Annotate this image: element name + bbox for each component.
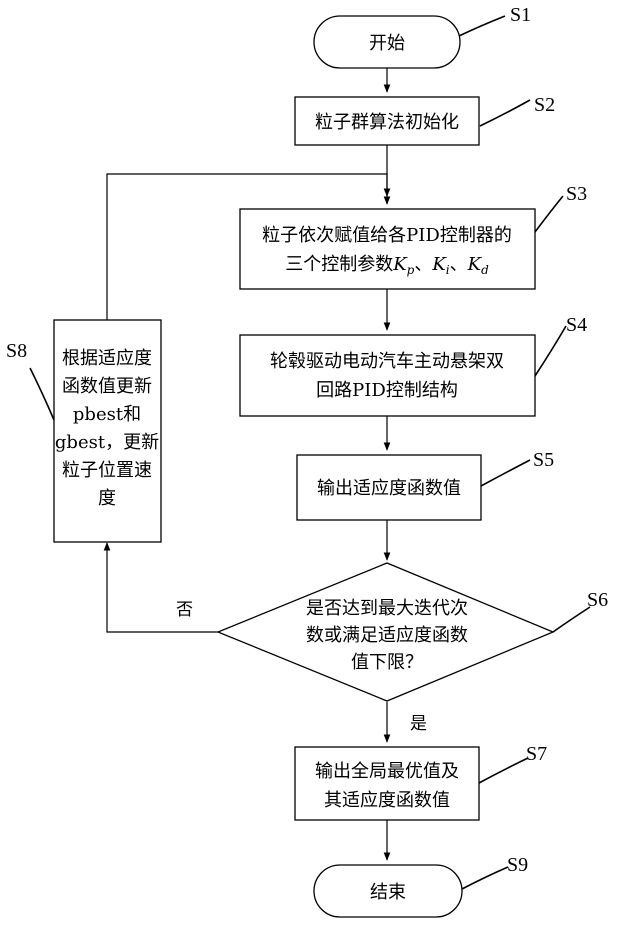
end-node-label: 结束: [370, 882, 406, 903]
update-node-line-2: 函数值更新: [62, 376, 152, 397]
step-label-s5: S5: [481, 449, 554, 486]
fitness-node: 输出适应度函数值: [297, 455, 481, 520]
step-label-s8: S8: [6, 340, 54, 420]
end-node: 结束: [314, 865, 462, 917]
output-node: 输出全局最优值及 其适应度函数值: [295, 747, 479, 820]
decision-node-line-1: 是否达到最大迭代次: [306, 598, 468, 619]
svg-text:S7: S7: [526, 743, 547, 765]
decision-node-line-2: 数或满足适应度函数: [306, 625, 468, 646]
arrow-decision-to-update: [107, 543, 218, 632]
svg-text:S6: S6: [587, 589, 608, 611]
fitness-node-label: 输出适应度函数值: [317, 478, 461, 499]
start-node: 开始: [314, 16, 460, 68]
step-label-s2: S2: [480, 94, 555, 126]
update-node-line-1: 根据适应度: [62, 348, 152, 369]
decision-node: 是否达到最大迭代次 数或满足适应度函数 值下限？: [218, 563, 553, 701]
init-node-label: 粒子群算法初始化: [315, 112, 459, 133]
step-label-s9: S9: [462, 854, 528, 889]
start-node-label: 开始: [369, 33, 405, 54]
update-node-line-6: 度: [98, 488, 116, 509]
svg-text:S9: S9: [507, 854, 528, 876]
output-node-line-1: 输出全局最优值及: [315, 761, 459, 782]
assign-node-line-1: 粒子依次赋值给各PID控制器的: [262, 225, 512, 246]
svg-text:S3: S3: [566, 183, 587, 205]
svg-text:S8: S8: [6, 340, 27, 362]
update-node-line-4: gbest，更新: [55, 432, 159, 453]
step-label-s6: S6: [553, 589, 608, 632]
step-label-s4: S4: [535, 314, 587, 376]
structure-node-line-2: 回路PID控制结构: [316, 380, 458, 401]
update-node-line-3: pbest和: [73, 404, 141, 425]
edge-label-no: 否: [176, 600, 193, 620]
assign-node: 粒子依次赋值给各PID控制器的 三个控制参数Kp、Ki、Kd: [240, 209, 535, 289]
step-label-s7: S7: [479, 743, 547, 783]
svg-text:S4: S4: [566, 314, 587, 336]
update-node: 根据适应度 函数值更新 pbest和 gbest，更新 粒子位置速 度: [54, 320, 161, 542]
structure-node-line-1: 轮毂驱动电动汽车主动悬架双: [270, 351, 504, 372]
output-node-line-2: 其适应度函数值: [324, 790, 450, 811]
svg-text:S1: S1: [510, 4, 531, 26]
update-node-line-5: 粒子位置速: [62, 460, 152, 481]
init-node: 粒子群算法初始化: [295, 97, 479, 145]
step-label-s1: S1: [459, 4, 531, 36]
assign-node-line-2: 三个控制参数Kp、Ki、Kd: [285, 254, 489, 277]
decision-node-line-3: 值下限？: [351, 652, 423, 673]
structure-node: 轮毂驱动电动汽车主动悬架双 回路PID控制结构: [240, 335, 535, 416]
svg-text:S5: S5: [533, 449, 554, 471]
step-label-s3: S3: [535, 183, 587, 232]
edge-label-yes: 是: [410, 714, 427, 734]
svg-text:S2: S2: [534, 94, 555, 116]
